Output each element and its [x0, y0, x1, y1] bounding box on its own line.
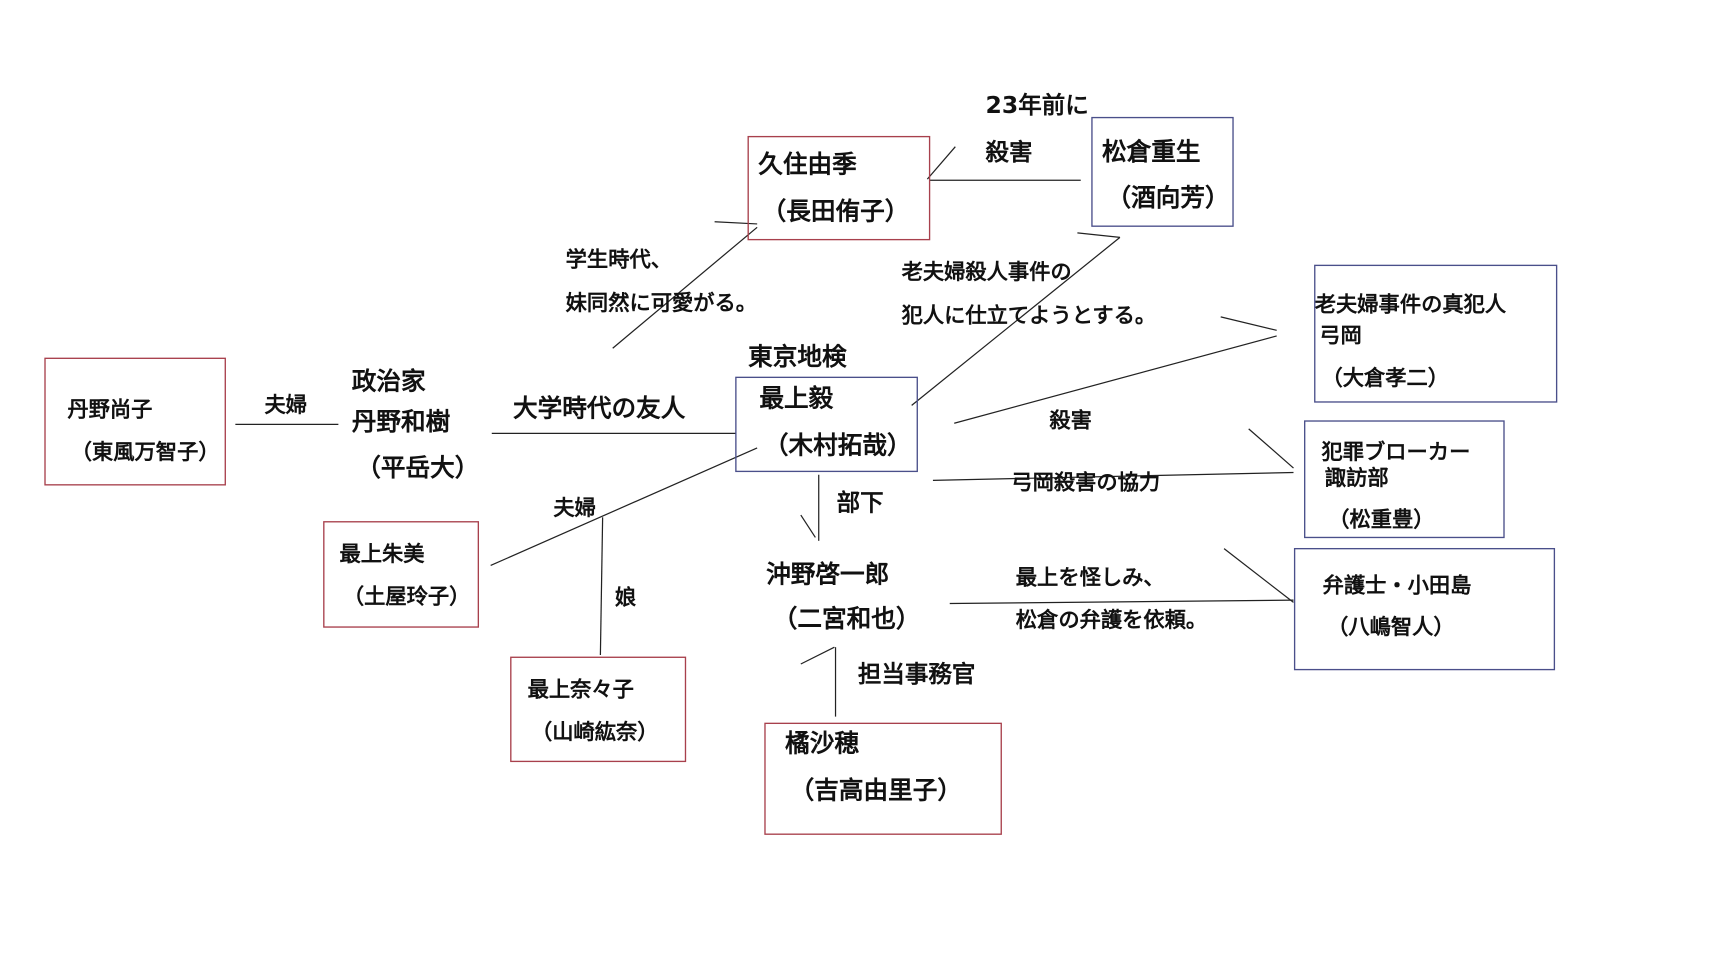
label-suspect-1: 最上を怪しみ、	[1016, 565, 1165, 590]
okino-actor: （二宮和也）	[773, 604, 921, 633]
label-murder23-2: 殺害	[986, 138, 1033, 166]
tachibana-actor: （吉高由里子）	[790, 775, 962, 804]
label-kill: 殺害	[1049, 408, 1092, 434]
connector-lines	[235, 146, 1294, 717]
kuzumi-role: 久住由季	[758, 149, 857, 178]
label-frame-2: 犯人に仕立てようとする。	[901, 302, 1157, 328]
mogami-org: 東京地検	[748, 342, 847, 371]
box-tachibana	[764, 722, 1002, 835]
yumioka-actor: （大倉孝二）	[1321, 365, 1449, 391]
suwabe-role: 諏訪部	[1325, 465, 1389, 491]
box-odajima	[1293, 547, 1556, 671]
odajima-actor: （八嶋智人）	[1327, 614, 1455, 640]
label-student-2: 妹同然に可愛がる。	[566, 290, 757, 316]
label-subordinate: 部下	[837, 489, 884, 517]
tachibana-role: 橘沙穂	[785, 728, 859, 757]
box-mogami	[735, 376, 918, 473]
nanako-actor: （山崎紘奈）	[531, 719, 659, 745]
nanako-role: 最上奈々子	[528, 676, 634, 702]
suwabe-actor: （松重豊）	[1328, 506, 1434, 532]
label-frame-1: 老夫婦殺人事件の	[901, 259, 1072, 285]
label-kill-help: 弓岡殺害の協力	[1011, 469, 1160, 495]
box-nanako	[510, 656, 687, 763]
kazuki-role: 丹野和樹	[352, 407, 451, 436]
mogami-role: 最上毅	[759, 383, 833, 412]
matsukura-role: 松倉重生	[1102, 137, 1201, 166]
box-naoko	[44, 357, 226, 486]
box-akemi	[323, 521, 480, 628]
label-suspect-2: 松倉の弁護を依頼。	[1016, 607, 1207, 633]
label-daughter: 娘	[615, 585, 637, 611]
naoko-actor: （東風万智子）	[71, 439, 220, 465]
naoko-role: 丹野尚子	[67, 398, 152, 423]
okino-role: 沖野啓一郎	[766, 559, 889, 588]
box-suwabe	[1304, 420, 1505, 539]
odajima-role: 弁護士・小田島	[1323, 572, 1472, 598]
yumioka-desc: 老夫婦事件の真犯人	[1314, 291, 1507, 317]
box-yumioka	[1314, 264, 1558, 403]
mogami-actor: （木村拓哉）	[764, 430, 912, 459]
suwabe-desc: 犯罪ブローカー	[1320, 439, 1470, 465]
box-matsukura	[1091, 116, 1234, 227]
box-kuzumi	[747, 135, 931, 241]
yumioka-role: 弓岡	[1319, 324, 1362, 349]
label-couple-1: 夫婦	[264, 392, 307, 418]
kuzumi-actor: （長田侑子）	[762, 196, 910, 225]
akemi-actor: （土屋玲子）	[343, 584, 471, 610]
kazuki-actor: （平岳大）	[356, 453, 479, 482]
label-couple-2: 夫婦	[553, 495, 596, 521]
label-student-1: 学生時代、	[566, 246, 672, 272]
label-assistant: 担当事務官	[858, 660, 976, 688]
akemi-role: 最上朱美	[339, 541, 425, 567]
matsukura-actor: （酒向芳）	[1107, 183, 1230, 212]
kazuki-desc: 政治家	[352, 367, 426, 396]
label-murder23-1: 23年前に	[986, 91, 1089, 119]
label-univ-friend: 大学時代の友人	[513, 394, 686, 423]
